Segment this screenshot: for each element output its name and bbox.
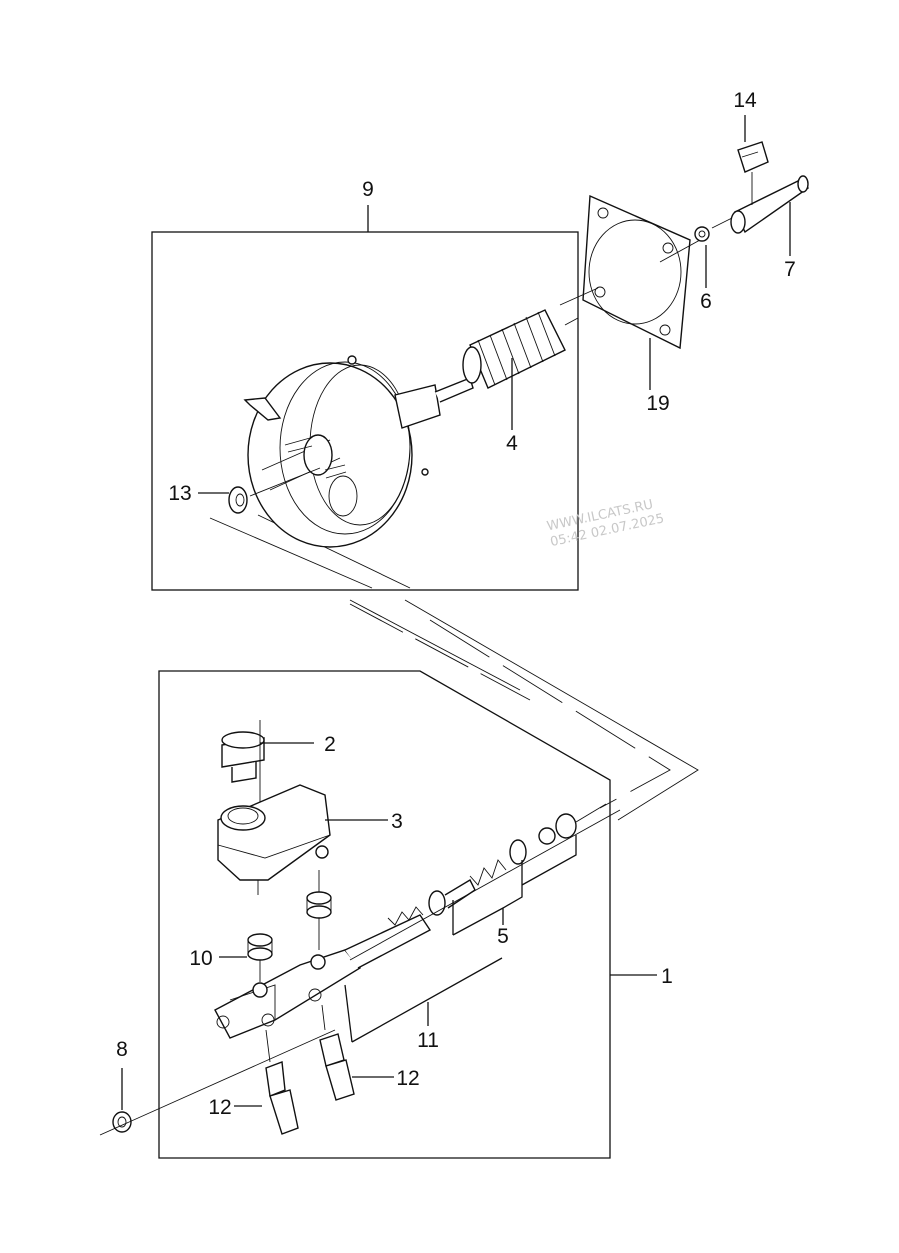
brake-booster [243,355,474,548]
booster-gasket [559,194,701,350]
leader-lines [121,115,791,1110]
callout-2: 2 [324,733,336,756]
assembly-guide-lines [209,514,699,821]
nut-6 [694,226,710,242]
fluid-reservoir [217,784,331,895]
callout-12-left: 12 [208,1096,231,1119]
booster-assembly-frame [151,231,579,591]
callout-12-right: 12 [396,1067,419,1090]
callout-8: 8 [116,1038,128,1061]
callout-10: 10 [189,947,212,970]
booster-filter-spring [462,309,579,389]
nut-13 [228,467,321,514]
callout-13: 13 [168,482,191,505]
callout-14: 14 [733,89,757,112]
callout-5: 5 [497,925,509,948]
reservoir-cap [221,720,265,858]
master-cylinder-body [214,914,432,1039]
piston-kit [387,803,607,926]
callout-19: 19 [646,392,669,415]
callout-6: 6 [700,290,712,313]
clevis-pin [711,175,810,234]
outlet-fittings [265,1004,355,1135]
callout-1: 1 [661,965,673,988]
clip-14 [737,141,769,205]
callout-11: 11 [417,1029,439,1052]
callout-7: 7 [784,258,796,281]
callout-4: 4 [506,432,518,455]
piston-axis-line [349,809,621,961]
callout-9: 9 [362,178,374,201]
reservoir-grommets [247,870,332,982]
callout-3: 3 [391,810,403,833]
master-cylinder-assembly-frame [158,670,611,1159]
mounting-axis-line [99,1029,336,1136]
watermark: WWW.ILCATS.RU 05:42 02.07.2025 [546,497,666,550]
